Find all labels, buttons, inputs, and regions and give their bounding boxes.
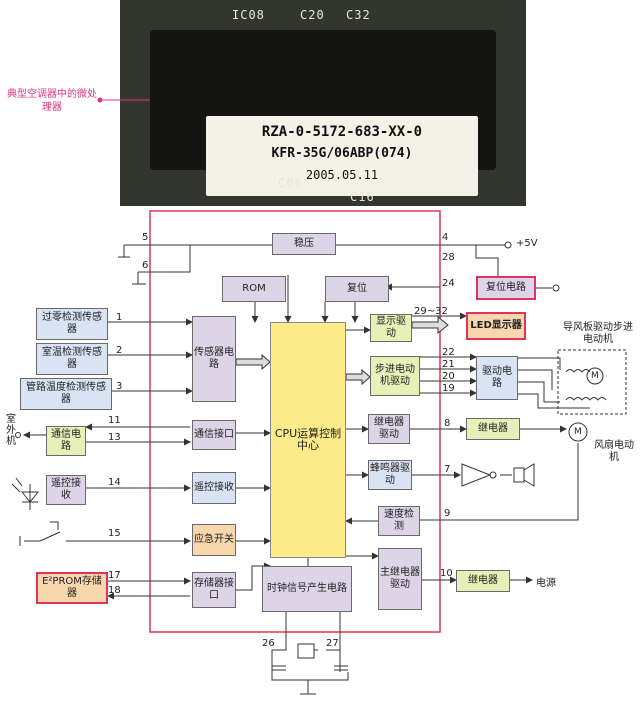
emergency-switch-block: 应急开关 bbox=[192, 524, 236, 556]
cpu-block: CPU运算控制中心 bbox=[270, 322, 346, 558]
drive-circuit-block: 驱动电路 bbox=[476, 356, 518, 400]
arrow-display-led bbox=[411, 315, 449, 335]
buzzer-amp bbox=[461, 463, 492, 487]
stepper-coil-bottom bbox=[565, 397, 607, 401]
callout-dot bbox=[97, 97, 103, 103]
pin-29-32: 29~32 bbox=[414, 306, 448, 317]
led-display-block: LED显示器 bbox=[466, 312, 526, 340]
room-temp-sensor: 室温检测传感器 bbox=[36, 343, 108, 375]
power-label: 电源 bbox=[536, 578, 556, 589]
pin-6: 6 bbox=[142, 260, 149, 271]
pin-19: 19 bbox=[442, 383, 455, 394]
fan-motor-label: 风扇电动机 bbox=[594, 440, 634, 463]
relay-driver-block: 继电器驱动 bbox=[368, 414, 410, 444]
wire-pin28 bbox=[475, 245, 499, 283]
fan-motor-symbol: M bbox=[574, 427, 582, 437]
pin-22: 22 bbox=[442, 347, 455, 358]
zero-cross-sensor: 过零检测传感器 bbox=[36, 308, 108, 340]
pin-1: 1 bbox=[116, 312, 123, 323]
pin-18: 18 bbox=[108, 585, 121, 596]
pipe-temp-sensor: 管路温度检测传感器 bbox=[20, 378, 112, 410]
stepper-motor-label: 导风板驱动步进电动机 bbox=[563, 322, 633, 345]
pin-20: 20 bbox=[442, 371, 455, 382]
silkscreen-ic08: IC08 bbox=[232, 8, 265, 22]
main-relay-driver-block: 主继电器驱动 bbox=[378, 548, 422, 610]
pin-28: 28 bbox=[442, 252, 455, 263]
comm-interface-block: 通信接口 bbox=[192, 420, 236, 450]
pin-7: 7 bbox=[444, 464, 451, 475]
silkscreen-c20: C20 bbox=[300, 8, 325, 22]
fan-motor-circle bbox=[568, 422, 588, 442]
buzzer-driver-block: 蜂鸣器驱动 bbox=[368, 460, 412, 490]
pin-2: 2 bbox=[116, 345, 123, 356]
rom-block: ROM bbox=[222, 276, 286, 302]
stepper-coil-top bbox=[565, 369, 591, 373]
silkscreen-c32: C32 bbox=[346, 8, 371, 22]
pin-8: 8 bbox=[444, 418, 451, 429]
chip-label-line2: KFR-35G/06ABP(074) bbox=[271, 146, 413, 161]
pin-27: 27 bbox=[326, 638, 339, 649]
buzzer-speaker bbox=[513, 467, 525, 483]
pin-26: 26 bbox=[262, 638, 275, 649]
stabilizer-block: 稳压 bbox=[272, 233, 336, 255]
silkscreen-c06: C06 bbox=[278, 176, 303, 190]
relay-block-2: 继电器 bbox=[456, 570, 510, 592]
microprocessor-frame bbox=[149, 210, 441, 633]
pin-14: 14 bbox=[108, 477, 121, 488]
pin-21: 21 bbox=[442, 359, 455, 370]
pin-15: 15 bbox=[108, 528, 121, 539]
chip-label-line3: 2005.05.11 bbox=[305, 168, 379, 182]
microprocessor-chip: RZA-0-5172-683-XX-0 KFR-35G/06ABP(074) 2… bbox=[150, 30, 496, 196]
comm-circuit-block: 通信电路 bbox=[46, 426, 86, 456]
speed-detect-block: 速度检测 bbox=[378, 506, 420, 536]
arrow-sensor-cpu bbox=[235, 353, 271, 371]
pin-10: 10 bbox=[440, 568, 453, 579]
pin-5: 5 bbox=[142, 232, 149, 243]
ground-pin6 bbox=[132, 272, 146, 285]
wire-pin6 bbox=[138, 245, 191, 273]
pin-9: 9 bbox=[444, 508, 451, 519]
reset-block: 复位 bbox=[325, 276, 389, 302]
remote-interface-block: 遥控接收 bbox=[192, 472, 236, 504]
display-driver-block: 显示驱动 bbox=[370, 314, 412, 342]
chip-photo: IC08 C20 C32 RZA-0-5172-683-XX-0 KFR-35G… bbox=[120, 0, 526, 206]
sensor-circuit-block: 传感器电路 bbox=[192, 316, 236, 402]
pin-17: 17 bbox=[108, 570, 121, 581]
pin-24: 24 bbox=[442, 278, 455, 289]
pin-3: 3 bbox=[116, 381, 123, 392]
eeprom-block: E²PROM存储器 bbox=[36, 572, 108, 604]
pin-4: 4 bbox=[442, 232, 449, 243]
chip-label-line1: RZA-0-5172-683-XX-0 bbox=[261, 124, 423, 140]
pin-11: 11 bbox=[108, 415, 121, 426]
pin-13: 13 bbox=[108, 432, 121, 443]
silkscreen-c16: C16 bbox=[350, 190, 375, 204]
stepper-motor-box bbox=[557, 349, 627, 415]
photo-callout: 典型空调器中的微处理器 bbox=[7, 89, 97, 113]
ir-diode bbox=[20, 484, 40, 510]
remote-receiver-block: 遥控接收 bbox=[46, 475, 86, 505]
stepper-motor-circle bbox=[586, 367, 604, 385]
vcc-terminal bbox=[504, 241, 512, 249]
clock-generator-block: 时钟信号产生电路 bbox=[262, 566, 352, 612]
arrow-cpu-stepper bbox=[345, 368, 371, 386]
memory-interface-block: 存储器接口 bbox=[192, 572, 236, 608]
reset-circuit-block: 复位电路 bbox=[476, 276, 536, 300]
outdoor-unit-label: 室外机 bbox=[6, 414, 16, 447]
stepper-motor-symbol: M bbox=[591, 371, 599, 381]
relay-block-1: 继电器 bbox=[466, 418, 520, 440]
vcc-label: +5V bbox=[516, 238, 538, 249]
reset-terminal bbox=[552, 284, 560, 292]
stepper-driver-block: 步进电动机驱动 bbox=[370, 356, 420, 396]
chip-label: RZA-0-5172-683-XX-0 KFR-35G/06ABP(074) 2… bbox=[206, 116, 478, 196]
